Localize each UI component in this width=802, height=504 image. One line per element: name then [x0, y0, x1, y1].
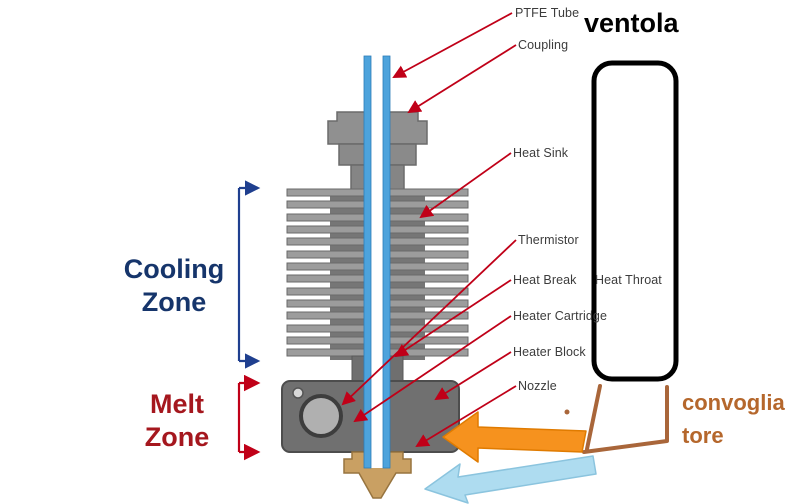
arrow-heater-block: [434, 351, 512, 401]
duct-lines: [564, 384, 669, 454]
label-arrows: [341, 12, 517, 448]
ptfe-tube-shape: [363, 55, 391, 469]
fan-annotation-label: ventola: [584, 8, 679, 38]
label-heat-throat: Heat Throat: [595, 273, 662, 287]
label-heat-sink: Heat Sink: [513, 146, 569, 160]
airflow-arrow-orange: [442, 411, 587, 463]
arrow-heat-sink: [419, 152, 512, 219]
label-nozzle: Nozzle: [518, 379, 557, 393]
cooling-zone-bracket: [237, 180, 261, 369]
melt-zone-bracket: [237, 374, 261, 461]
duct-annotation-label-line2: tore: [682, 423, 724, 448]
arrow-heater-cartridge: [353, 315, 512, 423]
cooling-zone-line2: Zone: [141, 287, 207, 317]
arrow-thermistor: [341, 239, 517, 406]
melt-zone-line1: Melt: [150, 389, 204, 419]
fan-outline: [591, 60, 679, 382]
cooling-zone-line1: Cooling: [123, 254, 225, 284]
heater-cartridge-hole: [299, 394, 343, 438]
cooling-zone-label: Cooling Zone: [104, 253, 244, 319]
thermistor-hole: [292, 387, 304, 399]
melt-zone-line2: Zone: [144, 422, 210, 452]
label-heater-cartridge: Heater Cartridge: [513, 309, 608, 323]
label-heat-break: Heat Break: [513, 273, 577, 287]
duct-annotation-label-line1: convoglia: [682, 390, 785, 415]
label-coupling: Coupling: [518, 38, 569, 52]
label-heater-block: Heater Block: [513, 345, 586, 359]
label-thermistor: Thermistor: [518, 233, 579, 247]
arrow-heat-break: [394, 279, 512, 358]
airflow-arrow-blue: [424, 455, 597, 504]
arrow-coupling: [407, 44, 517, 114]
arrow-nozzle: [415, 385, 517, 448]
nozzle-shape: [343, 451, 412, 499]
melt-zone-label: Melt Zone: [107, 388, 247, 454]
label-ptfe-tube: PTFE Tube: [515, 6, 580, 20]
arrow-ptfe-tube: [392, 12, 513, 78]
